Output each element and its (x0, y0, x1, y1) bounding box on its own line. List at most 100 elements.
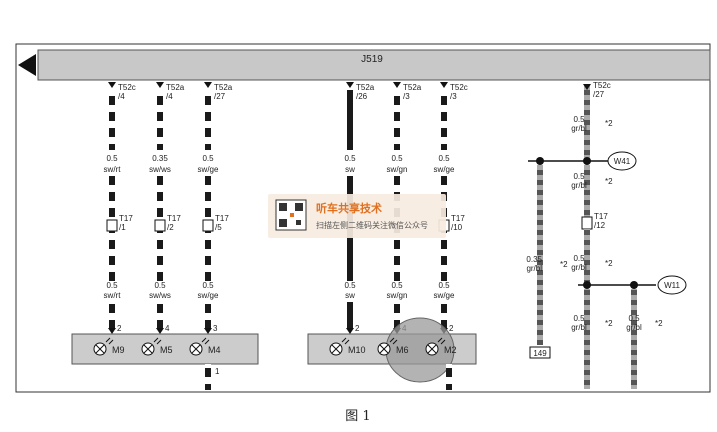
wire-color-upper: sw/gn (387, 165, 408, 174)
wire-segment-upper (109, 90, 115, 150)
left-arrow-icon (18, 54, 36, 76)
ecu-label: J519 (361, 54, 383, 65)
wire-segment-bottom (394, 302, 400, 328)
wire-size-lower: 0.5 (391, 281, 403, 290)
wire-segment-bottom (347, 302, 353, 328)
wire-mid-pin: /2 (167, 223, 174, 232)
wire-size-lower: 0.5 (106, 281, 118, 290)
wire-mid-conn: T17 (451, 214, 465, 223)
bottom-right-0-star: *2 (605, 319, 613, 328)
wire-size-lower: 0.5 (202, 281, 214, 290)
wire-segment-lower (347, 231, 353, 281)
wire-end-pin: 4 (165, 324, 170, 333)
wire-end-pin: 2 (117, 324, 122, 333)
ecu-bar (37, 49, 711, 81)
wire-segment-lower (394, 231, 400, 281)
wire-color-lower: sw/ws (149, 291, 171, 300)
wire-segment-upper (347, 90, 353, 150)
wire-end-arrow-icon (204, 328, 212, 334)
w41-size: 0.5 (573, 172, 585, 181)
wire-segment-lower (205, 231, 211, 281)
watermark: 听车共享技术 扫描左侧二维码关注微信公众号 (268, 194, 446, 238)
watermark-subtitle: 扫描左侧二维码关注微信公众号 (316, 220, 428, 230)
wire-size-upper: 0.5 (202, 154, 214, 163)
w11-label: W11 (664, 281, 680, 290)
branch-149-size: 0.35 (526, 255, 542, 264)
wire-color-lower: sw/ge (434, 291, 455, 300)
wire-color-lower: sw/ge (198, 291, 219, 300)
wire-color-upper: sw/ge (198, 165, 219, 174)
wire-top-conn: T52a (403, 83, 422, 92)
wire-top-conn: T52a (166, 83, 185, 92)
wire-arrow-icon (156, 82, 164, 88)
bottom-right-0-color: gr/bl (571, 323, 587, 332)
wire-arrow-icon (393, 82, 401, 88)
wire-top-pin: /3 (403, 92, 410, 101)
wire-segment-lower (109, 231, 115, 281)
lamp-label: M9 (112, 345, 125, 355)
branch-149-star: *2 (560, 260, 568, 269)
wire-mid-conn: T17 (119, 214, 133, 223)
bottom-right-0-size: 0.5 (573, 314, 585, 323)
wire-color-lower: sw/gn (387, 291, 408, 300)
wire-size-lower: 0.5 (438, 281, 450, 290)
w41-star: *2 (605, 177, 613, 186)
right-top-conn: T52c (593, 81, 611, 90)
wire-size-lower: 0.5 (154, 281, 166, 290)
wire-top-pin: /27 (214, 92, 226, 101)
wire-end-pin: 2 (449, 324, 454, 333)
bottom-right-1-size: 0.5 (628, 314, 640, 323)
wire-color-upper: sw/ge (434, 165, 455, 174)
wire-top-pin: /26 (356, 92, 368, 101)
ground-wire (205, 364, 211, 390)
wire-size-upper: 0.5 (106, 154, 118, 163)
wire-end-arrow-icon (108, 328, 116, 334)
t17-12-color: gr/bl (571, 263, 587, 272)
wire-color-lower: sw (345, 291, 355, 300)
diagram-frame (15, 43, 711, 393)
wire-arrow-icon (440, 82, 448, 88)
wire-segment-lower (157, 231, 163, 281)
right-section: T52c /27 0.5 gr/bl *2 W41 0.5 gr/bl *2 T… (526, 81, 687, 389)
right-top-color: gr/bl (571, 124, 587, 133)
wire-segment-lower (441, 231, 447, 281)
wire-top-pin: /4 (166, 92, 173, 101)
lamp-label: M6 (396, 345, 409, 355)
lamp-right-0: M10 (329, 337, 366, 356)
wire-mid-pin: /10 (451, 223, 463, 232)
wire-mid-conn: T17 (215, 214, 229, 223)
wire-end-arrow-icon (346, 328, 354, 334)
lamp-right-1: M6 (377, 337, 409, 356)
lamp-label: M4 (208, 345, 221, 355)
branch-149-color: gr/bl (526, 264, 542, 273)
ground-wire-right (446, 364, 452, 390)
wire-mid-pin: /5 (215, 223, 222, 232)
wire-arrow-icon (204, 82, 212, 88)
figure-caption: 图 1 (345, 409, 370, 424)
wire-mid-conn: T17 (167, 214, 181, 223)
bottom-right-1-color: gr/bl (626, 323, 642, 332)
connector-box (154, 219, 166, 232)
wire-color-lower: sw/rt (104, 291, 122, 300)
wire-segment-bottom (441, 302, 447, 328)
wire-mid-pin: /1 (119, 223, 126, 232)
lamp-left-0: M9 (93, 337, 125, 356)
watermark-title: 听车共享技术 (316, 201, 382, 215)
bottom-right-1-star: *2 (655, 319, 663, 328)
wire-top-pin: /4 (118, 92, 125, 101)
lamp-label: M10 (348, 345, 366, 355)
right-top-star: *2 (605, 119, 613, 128)
wire-arrow-icon (108, 82, 116, 88)
wire-segment-bottom (205, 302, 211, 328)
wire-size-upper: 0.35 (152, 154, 168, 163)
wire-segment-upper (441, 90, 447, 150)
wire-arrow-icon (346, 82, 354, 88)
t17-12-size: 0.5 (573, 254, 585, 263)
wire-size-upper: 0.5 (438, 154, 450, 163)
right-top-pin: /27 (593, 90, 605, 99)
